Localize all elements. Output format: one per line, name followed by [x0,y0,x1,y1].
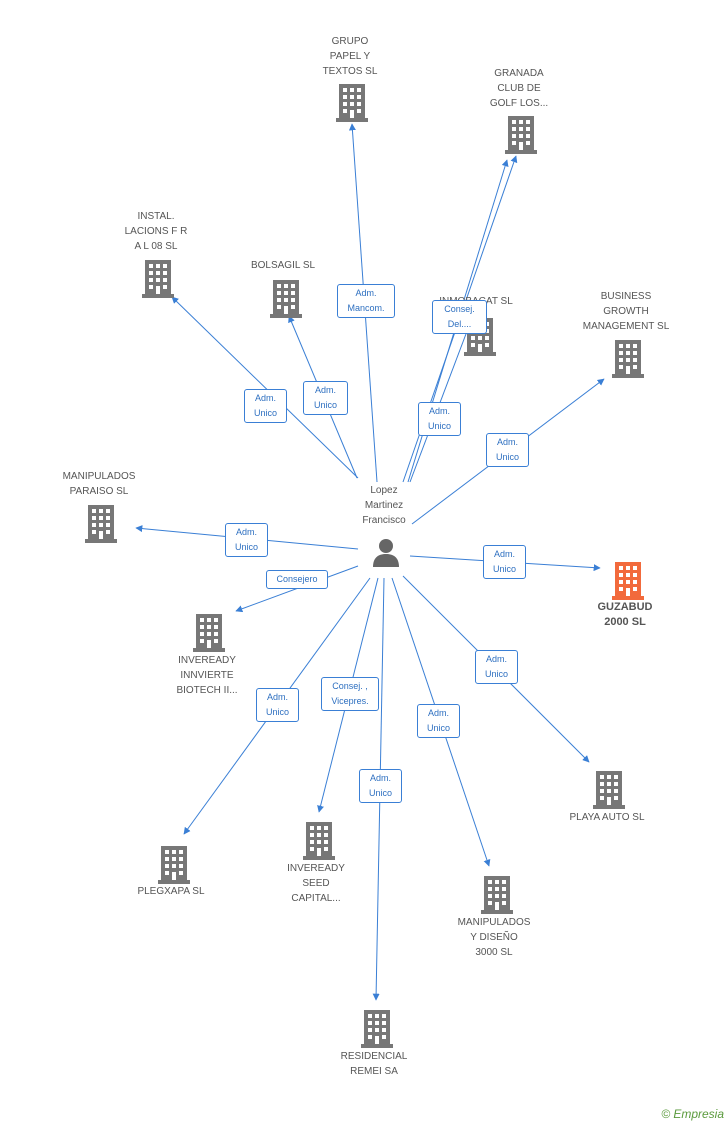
building-icon[interactable] [270,280,302,318]
building-icon[interactable] [593,771,625,809]
brand-logo[interactable]: Empresia [673,1107,724,1121]
building-icon[interactable] [85,505,117,543]
role-badge-playa[interactable]: Adm. Unico [475,650,518,684]
company-label-instal[interactable]: INSTAL. LACIONS F R A L 08 SL [124,211,188,252]
company-label-guzabud[interactable]: GUZABUD 2000 SL [597,601,653,628]
company-label-inveready_biotech[interactable]: INVEREADY INNVIERTE BIOTECH II... [176,655,238,696]
company-label-bolsagil[interactable]: BOLSAGIL SL [250,260,316,271]
company-label-plegxapa[interactable]: PLEGXAPA SL [137,886,205,897]
role-badge-manipparaiso[interactable]: Adm. Unico [225,523,268,557]
role-badge-business[interactable]: Adm. Unico [486,433,529,467]
company-label-granada[interactable]: GRANADA CLUB DE GOLF LOS... [489,68,549,109]
company-label-manipparaiso[interactable]: MANIPULADOS PARAISO SL [62,471,136,497]
role-badge-residencial[interactable]: Adm. Unico [359,769,402,803]
role-badge-inveready_biotech[interactable]: Consejero [266,570,328,589]
building-icon[interactable] [612,340,644,378]
building-icon[interactable] [481,876,513,914]
role-badge-grupo[interactable]: Adm. Mancom. [337,284,395,318]
role-badge-granada[interactable]: Adm. Unico [418,402,461,436]
role-badge-bolsagil[interactable]: Adm. Unico [303,381,348,415]
copyright-icon: © [661,1107,671,1121]
person-name[interactable]: Lopez Martinez Francisco [362,485,406,526]
role-badge-plegxapa[interactable]: Adm. Unico [256,688,299,722]
building-icon[interactable] [336,84,368,122]
building-icon[interactable] [303,822,335,860]
company-label-playa[interactable]: PLAYA AUTO SL [569,812,645,823]
role-badge-inveready_seed[interactable]: Consej. , Vicepres. [321,677,379,711]
building-icon[interactable] [158,846,190,884]
footer-brand: ©Empresia [661,1107,724,1121]
company-label-business[interactable]: BUSINESS GROWTH MANAGEMENT SL [582,291,670,332]
person-icon[interactable] [371,537,401,567]
building-icon[interactable] [505,116,537,154]
edge-instal [171,296,359,479]
company-label-inveready_seed[interactable]: INVEREADY SEED CAPITAL... [287,863,345,904]
role-badge-guzabud[interactable]: Adm. Unico [483,545,526,579]
role-badge-manipdiseno[interactable]: Adm. Unico [417,704,460,738]
company-label-grupo[interactable]: GRUPO PAPEL Y TEXTOS SL [322,36,378,77]
building-icon[interactable] [612,562,644,600]
company-label-residencial[interactable]: RESIDENCIAL REMEI SA [340,1051,408,1077]
building-icon[interactable] [361,1010,393,1048]
company-label-manipdiseno[interactable]: MANIPULADOS Y DISEÑO 3000 SL [457,917,531,958]
building-icon[interactable] [193,614,225,652]
role-badge-instal[interactable]: Adm. Unico [244,389,287,423]
building-icon[interactable] [142,260,174,298]
role-badge-inmobacat[interactable]: Consej. Del.... [432,300,487,334]
